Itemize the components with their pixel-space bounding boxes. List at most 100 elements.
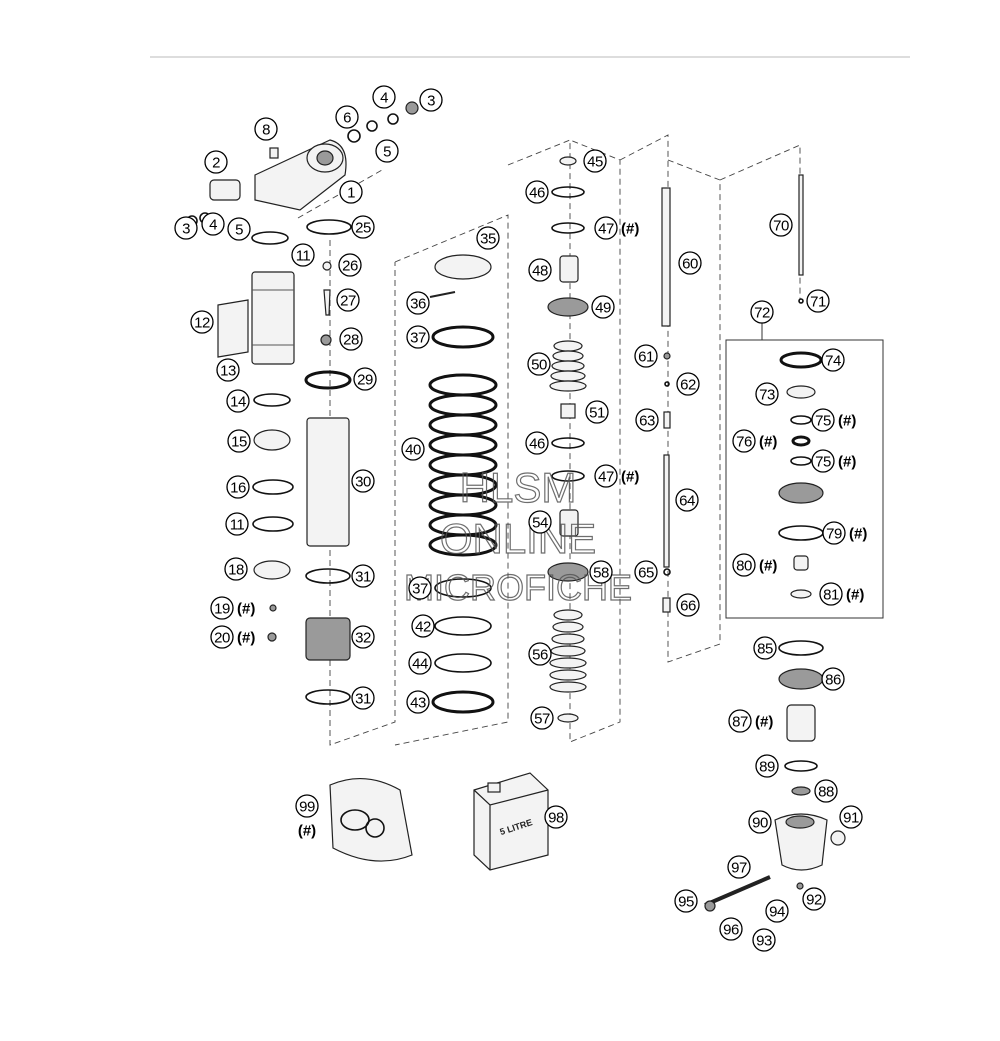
callout-circle — [336, 288, 360, 312]
callout-flag: (#) — [237, 601, 255, 618]
callout-number: 47 — [598, 221, 614, 238]
callout-circle — [411, 614, 435, 638]
callout-47: 47 (#) — [594, 464, 639, 488]
callout-number: 11 — [296, 248, 311, 265]
callout-circle — [210, 596, 234, 620]
callout-circle — [295, 794, 319, 818]
callout-11: 11 — [291, 243, 315, 267]
callout-number: 46 — [529, 185, 545, 202]
callout-number: 36 — [410, 296, 426, 313]
callout-circle — [291, 243, 315, 267]
callout-circle — [339, 327, 363, 351]
callout-92: 92 — [802, 887, 826, 911]
callout-58: 58 — [589, 560, 613, 584]
callout-54: 54 — [528, 510, 552, 534]
callout-31: 31 — [351, 686, 375, 710]
callout-number: 96 — [723, 922, 739, 939]
callout-number: 92 — [806, 892, 822, 909]
callout-circle — [753, 636, 777, 660]
callout-circle — [752, 928, 776, 952]
callout-circle — [372, 85, 396, 109]
callout-circle — [528, 510, 552, 534]
callout-number: 65 — [638, 565, 654, 582]
callout-49: 49 — [591, 295, 615, 319]
callout-flag: (#) — [237, 630, 255, 647]
callout-79: 79 (#) — [822, 521, 867, 545]
callout-circle — [226, 389, 250, 413]
callout-5: 5 — [375, 139, 399, 163]
callout-50: 50 — [527, 352, 551, 376]
callout-circle — [190, 310, 214, 334]
callout-number: 79 — [826, 526, 842, 543]
callout-circle — [748, 810, 772, 834]
callout-63: 63 — [635, 408, 659, 432]
callout-flag: (#) — [621, 469, 639, 486]
callout-16: 16 — [226, 475, 250, 499]
callout-circle — [528, 258, 552, 282]
callout-6: 6 — [335, 105, 359, 129]
callout-number: 47 — [598, 469, 614, 486]
callout-flag: (#) — [838, 413, 856, 430]
callout-circle — [528, 642, 552, 666]
callout-96: 96 — [719, 917, 743, 941]
callout-circle — [634, 344, 658, 368]
reservoir-parts — [186, 101, 419, 705]
callout-circle — [675, 488, 699, 512]
callout-85: 85 — [753, 636, 777, 660]
callout-circle — [591, 295, 615, 319]
callout-number: 49 — [595, 300, 611, 317]
callout-66: 66 — [676, 593, 700, 617]
callout-number: 25 — [355, 220, 371, 237]
callout-circle — [227, 429, 251, 453]
callout-circle — [728, 709, 752, 733]
callout-circle — [254, 117, 278, 141]
callout-circle — [811, 449, 835, 473]
callout-42: 42 — [411, 614, 435, 638]
callout-5: 5 — [227, 217, 251, 241]
callout-circle — [732, 429, 756, 453]
callout-number: 4 — [380, 90, 388, 107]
callout-71: 71 — [806, 289, 830, 313]
callout-circle — [375, 139, 399, 163]
callout-number: 30 — [355, 474, 371, 491]
callout-4: 4 — [372, 85, 396, 109]
callout-circle — [226, 475, 250, 499]
callout-circle — [408, 576, 432, 600]
callout-circle — [210, 625, 234, 649]
callout-number: 60 — [682, 256, 698, 273]
callout-circle — [419, 88, 443, 112]
callout-number: 50 — [531, 357, 547, 374]
panel-outlines — [297, 134, 884, 746]
callout-32: 32 — [351, 625, 375, 649]
callout-circle — [755, 754, 779, 778]
callout-number: 31 — [355, 691, 371, 708]
callout-circle — [822, 521, 846, 545]
callout-flag: (#) — [849, 526, 867, 543]
callout-circle — [527, 352, 551, 376]
callout-number: 3 — [427, 93, 435, 110]
callout-number: 86 — [825, 672, 841, 689]
callout-circle — [335, 105, 359, 129]
callout-number: 85 — [757, 641, 773, 658]
callout-97: 97 — [727, 855, 751, 879]
callout-29: 29 — [353, 367, 377, 391]
callout-90: 90 — [748, 810, 772, 834]
callout-80: 80(#) — [732, 553, 777, 577]
callout-15: 15 — [227, 429, 251, 453]
callout-18: 18 — [224, 557, 248, 581]
callout-circle — [351, 469, 375, 493]
callout-number: 29 — [357, 372, 373, 389]
callout-number: 98 — [548, 810, 564, 827]
callout-number: 35 — [480, 231, 496, 248]
callout-circle — [634, 560, 658, 584]
callout-31: 31 — [351, 564, 375, 588]
callout-number: 14 — [230, 394, 246, 411]
callout-56: 56 — [528, 642, 552, 666]
callout-number: 19 — [214, 601, 230, 618]
callout-number: 32 — [355, 630, 371, 647]
callout-25: 25 — [351, 215, 375, 239]
callout-2: 2 — [204, 150, 228, 174]
callout-flag: (#) — [846, 587, 864, 604]
